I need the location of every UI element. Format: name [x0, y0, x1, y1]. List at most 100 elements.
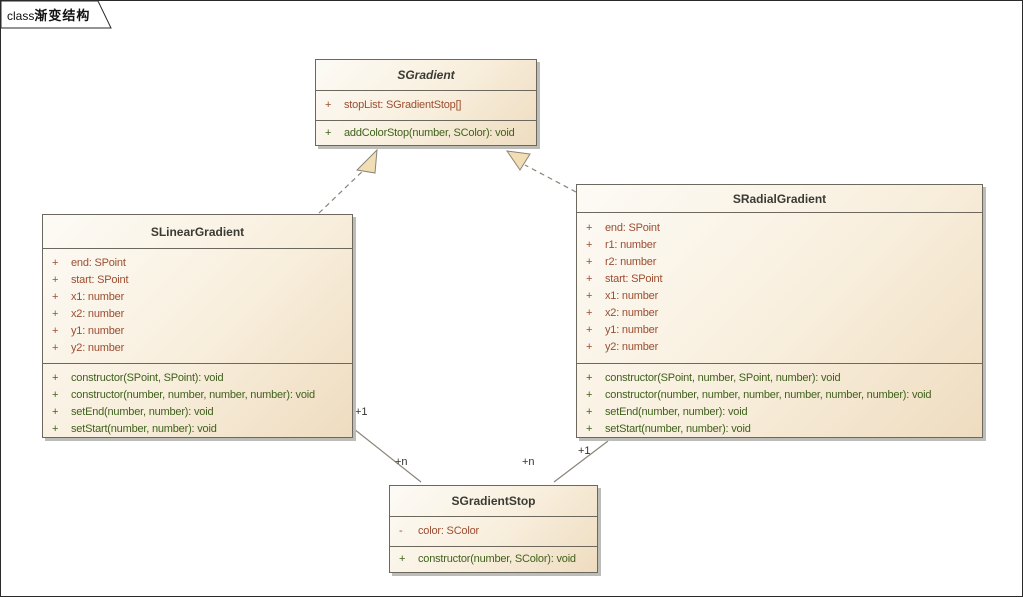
generalization-line-slinear[interactable] [318, 165, 369, 214]
operation-text: constructor(SPoint, SPoint): void [71, 372, 224, 384]
attribute-text: x2: number [605, 307, 659, 319]
visibility-marker: + [325, 126, 332, 139]
attribute-text: start: SPoint [605, 273, 663, 285]
operation-text: setStart(number, number): void [605, 423, 751, 435]
visibility-marker: + [586, 256, 593, 268]
attribute-text: y2: number [71, 342, 125, 354]
operation-text: constructor(number, number, number, numb… [605, 389, 932, 401]
diagram-name-label: 渐变结构 [34, 8, 91, 23]
visibility-marker: + [586, 222, 593, 234]
class-box-sgradient[interactable]: SGradient + stopList: SGradientStop[] + ad… [315, 59, 537, 146]
attribute-text: end: SPoint [605, 222, 660, 234]
attribute-text: color: SColor [418, 525, 479, 537]
visibility-marker: + [52, 308, 59, 320]
diagram-type-label: class [7, 9, 35, 23]
attribute-text: y2: number [605, 341, 659, 353]
attribute-row: + x2: number [43, 306, 352, 323]
visibility-marker: + [586, 273, 593, 285]
attribute-row: + y1: number [577, 322, 982, 339]
visibility-marker: + [325, 99, 332, 111]
attribute-text: x1: number [71, 291, 125, 303]
operation-text: constructor(number, number, number, numb… [71, 389, 315, 401]
generalization-arrow-icon [505, 150, 531, 171]
visibility-marker: + [52, 372, 59, 384]
attribute-row: + y1: number [43, 323, 352, 340]
class-title: SLinearGradient [43, 215, 352, 249]
operation-row: + constructor(SPoint, SPoint): void [43, 370, 352, 387]
attribute-text: stopList: SGradientStop[] [344, 99, 462, 111]
operation-text: setEnd(number, number): void [605, 406, 748, 418]
association-line-slinear-stop[interactable] [353, 428, 422, 483]
multiplicity-label: +1 [355, 406, 368, 418]
attribute-row: + x1: number [577, 288, 982, 305]
attributes-section: - color: SColor [390, 517, 597, 546]
operations-section: +constructor(SPoint, number, SPoint, num… [577, 363, 982, 438]
multiplicity-label: +1 [578, 445, 591, 457]
generalization-arrow-icon [355, 148, 378, 174]
visibility-marker: + [52, 257, 59, 269]
operation-text: setEnd(number, number): void [71, 406, 214, 418]
visibility-marker: + [52, 423, 59, 435]
operations-section: + constructor(number, SColor): void [390, 546, 597, 572]
class-title: SGradientStop [390, 486, 597, 517]
visibility-marker: + [52, 406, 59, 418]
operation-row: + setEnd(number, number): void [43, 404, 352, 421]
operation-row: +setStart(number, number): void [43, 421, 352, 438]
operations-section: +constructor(SPoint, SPoint): void +cons… [43, 363, 352, 438]
operation-row: + setStart(number, number): void [577, 421, 982, 438]
generalization-line-sradial[interactable] [524, 164, 577, 193]
attribute-text: r1: number [605, 239, 657, 251]
visibility-marker: + [52, 325, 59, 337]
visibility-marker: + [586, 239, 593, 251]
operation-text: constructor(number, SColor): void [418, 553, 576, 565]
class-box-sgradientstop[interactable]: SGradientStop - color: SColor + constructo… [389, 485, 598, 573]
attribute-row: +x1: number [43, 289, 352, 306]
attribute-row: - color: SColor [390, 523, 597, 540]
class-title: SGradient [316, 60, 536, 91]
operation-row: + constructor(number, number, number, num… [577, 387, 982, 404]
attribute-text: y1: number [605, 324, 659, 336]
attribute-text: x2: number [71, 308, 125, 320]
visibility-marker: + [586, 406, 593, 418]
visibility-marker: + [586, 389, 593, 401]
attribute-text: r2: number [605, 256, 657, 268]
attributes-section: + end: SPoint + r1: number + r2: number + st… [577, 213, 982, 363]
attribute-row: + y2: number [577, 339, 982, 356]
attributes-section: +end: SPoint +start: SPoint +x1: number … [43, 249, 352, 363]
attributes-section: + stopList: SGradientStop[] [316, 91, 536, 120]
visibility-marker: - [399, 525, 403, 537]
visibility-marker: + [399, 553, 406, 565]
class-title: SRadialGradient [577, 185, 982, 213]
visibility-marker: + [586, 290, 593, 302]
attribute-text: x1: number [605, 290, 659, 302]
frame-tab-shape [1, 1, 112, 29]
attribute-row: + r1: number [577, 237, 982, 254]
attribute-row: + x2: number [577, 305, 982, 322]
attribute-row: +end: SPoint [43, 255, 352, 272]
multiplicity-label: +n [395, 456, 408, 468]
visibility-marker: + [586, 423, 593, 435]
operation-row: +constructor(number, number, number, num… [43, 387, 352, 404]
attribute-text: y1: number [71, 325, 125, 337]
visibility-marker: + [586, 341, 593, 353]
visibility-marker: + [52, 274, 59, 286]
attribute-row: + r2: number [577, 254, 982, 271]
operation-row: +constructor(SPoint, number, SPoint, num… [577, 370, 982, 387]
class-box-sradialgradient[interactable]: SRadialGradient + end: SPoint + r1: number… [576, 184, 983, 438]
attribute-row: + y2: number [43, 340, 352, 357]
visibility-marker: + [586, 324, 593, 336]
operations-section: + addColorStop(number, SColor): void [316, 120, 536, 145]
operation-row: + addColorStop(number, SColor): void [316, 125, 536, 142]
visibility-marker: + [586, 372, 593, 384]
class-box-slineargradient[interactable]: SLinearGradient +end: SPoint + start: SPo… [42, 214, 353, 438]
attribute-row: + end: SPoint [577, 220, 982, 237]
operation-text: addColorStop(number, SColor): void [344, 126, 515, 139]
operation-row: + constructor(number, SColor): void [390, 551, 597, 568]
attribute-text: start: SPoint [71, 274, 129, 286]
multiplicity-label: +n [522, 456, 535, 468]
visibility-marker: + [52, 342, 59, 354]
visibility-marker: + [586, 307, 593, 319]
attribute-row: + stopList: SGradientStop[] [316, 97, 536, 114]
attribute-row: + start: SPoint [43, 272, 352, 289]
